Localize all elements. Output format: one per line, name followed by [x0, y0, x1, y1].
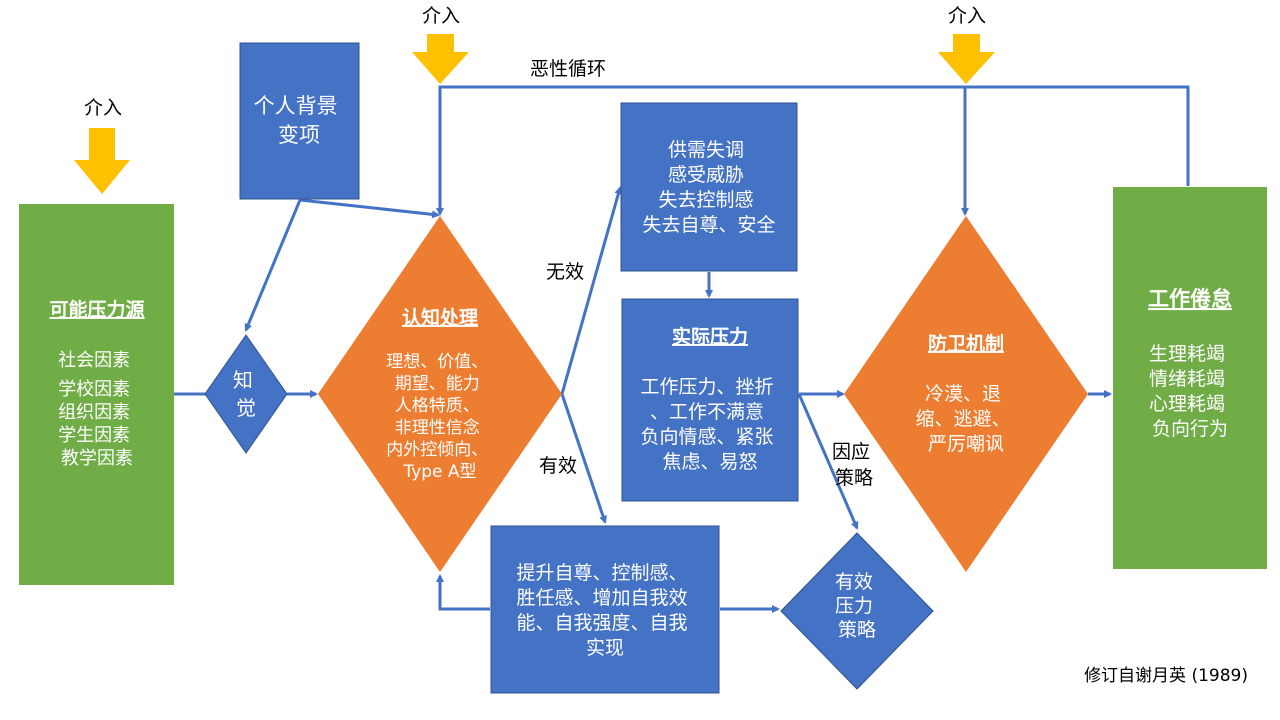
defense-item: 冷漠、退 — [925, 383, 1001, 405]
positive-outcome-line: 胜任感、增加自我效 — [516, 587, 687, 609]
actual-stress-rect — [621, 298, 799, 502]
ineffective-label: 无效 — [546, 261, 584, 283]
burnout-rect — [1113, 187, 1267, 569]
defense-item: 严厉嘲讽 — [928, 433, 1004, 455]
stress-source-item: 学校因素 — [58, 379, 130, 400]
cognitive-processing-title: 认知处理 — [402, 306, 478, 329]
actual-stress-item: 、工作不满意 — [650, 401, 764, 423]
credit-text: 修订自谢月英 (1989) — [1084, 666, 1248, 686]
intervention-label: 介入 — [948, 5, 986, 27]
vicious-cycle-loop-line — [436, 85, 1190, 216]
actual-stress-item: 工作压力、挫折 — [640, 376, 773, 398]
vicious-cycle-label: 恶性循环 — [530, 58, 606, 80]
cognitive-item: 非理性信念 — [395, 417, 480, 438]
intervention-2: 介入 — [412, 5, 469, 84]
intervention-1: 介入 — [74, 97, 130, 194]
stress-sources-box: 可能压力源 社会因素 学校因素 组织因素 学生因素 教学因素 — [19, 204, 174, 585]
intervention-label: 介入 — [422, 5, 460, 27]
intervention-arrow-icon — [74, 128, 130, 194]
cognitive-item: 理想、价值、 — [386, 352, 488, 372]
positive-outcome-box: 提升自尊、控制感、 胜任感、增加自我效 能、自我强度、自我 实现 — [490, 525, 720, 694]
stress-source-item: 组织因素 — [58, 402, 130, 423]
stress-sources-rect — [19, 204, 174, 585]
background-to-perception-arrow — [244, 199, 302, 332]
effective-strategy-line: 有效 — [835, 571, 873, 593]
imbalance-text: 供需失调 感受威胁 失去控制感 失去自尊、安全 — [642, 139, 775, 236]
burnout-items: 生理耗竭 情绪耗竭 心理耗竭 负向行为 — [1149, 343, 1231, 440]
positive-outcome-rect — [490, 525, 720, 694]
burnout-item: 情绪耗竭 — [1149, 368, 1225, 390]
stress-source-item: 社会因素 — [58, 350, 130, 371]
perception-line: 觉 — [236, 396, 256, 420]
positive-outcome-text: 提升自尊、控制感、 胜任感、增加自我效 能、自我强度、自我 实现 — [516, 562, 693, 659]
perception-diamond: 知 觉 — [204, 334, 288, 454]
effective-strategy-shape — [780, 532, 934, 690]
actual-stress-item: 焦虑、易怒 — [662, 451, 757, 473]
imbalance-line: 失去控制感 — [658, 189, 753, 211]
personal-background-box: 个人背景 变项 — [239, 42, 360, 200]
effective-strategy-line: 压力 — [835, 595, 873, 617]
personal-background-line: 个人背景 — [254, 94, 338, 118]
imbalance-line: 失去自尊、安全 — [642, 214, 775, 236]
actual-stress-item: 负向情感、紧张 — [640, 426, 773, 448]
positive-outcome-line: 能、自我强度、自我 — [516, 612, 687, 634]
burnout-item: 负向行为 — [1152, 418, 1228, 440]
coping-strategy-line: 因应 — [832, 441, 870, 463]
defense-mechanism-diamond: 防卫机制 冷漠、退 缩、逃避、 严厉嘲讽 — [844, 216, 1088, 572]
actual-stress-box: 实际压力 工作压力、挫折 、工作不满意 负向情感、紧张 焦虑、易怒 — [621, 298, 799, 502]
positive-outcome-line: 实现 — [586, 637, 624, 659]
cognitive-item: Type A型 — [402, 462, 476, 482]
coping-strategy-line: 策略 — [835, 467, 873, 489]
intervention-label: 介入 — [84, 97, 122, 119]
imbalance-rect — [620, 102, 798, 272]
effective-strategy-line: 策略 — [838, 619, 876, 641]
intervention-arrow-icon — [412, 34, 469, 84]
stress-sources-items: 社会因素 学校因素 组织因素 学生因素 教学因素 — [58, 350, 136, 469]
personal-background-rect — [239, 42, 360, 200]
effective-arrow — [560, 393, 607, 524]
coping-strategy-label: 因应 策略 — [832, 441, 876, 489]
defense-mechanism-shape — [844, 216, 1088, 572]
positive-outcome-line: 提升自尊、控制感、 — [516, 562, 687, 584]
cognitive-processing-shape — [318, 216, 562, 572]
defense-mechanism-items: 冷漠、退 缩、逃避、 严厉嘲讽 — [915, 383, 1016, 455]
burnout-item: 心理耗竭 — [1149, 393, 1225, 415]
cognitive-item: 期望、能力 — [395, 374, 480, 394]
personal-background-text: 个人背景 变项 — [254, 94, 345, 147]
cognitive-processing-diamond: 认知处理 理想、价值、 期望、能力 人格特质、 非理性信念 内外控倾向、 Typ… — [318, 216, 562, 572]
background-to-cognition-arrow — [299, 198, 440, 219]
stress-sources-title: 可能压力源 — [49, 298, 144, 321]
imbalance-line: 感受威胁 — [668, 164, 744, 186]
burnout-box: 工作倦怠 生理耗竭 情绪耗竭 心理耗竭 负向行为 — [1113, 187, 1267, 569]
cognitive-item: 人格特质、 — [395, 396, 480, 416]
imbalance-line: 供需失调 — [668, 139, 744, 161]
burnout-item: 生理耗竭 — [1149, 343, 1225, 365]
stress-source-item: 学生因素 — [58, 425, 130, 446]
burnout-title: 工作倦怠 — [1148, 287, 1232, 311]
ineffective-arrow — [560, 186, 623, 395]
outcome-feedback-arrow — [436, 574, 490, 611]
perception-text: 知 觉 — [233, 368, 259, 420]
effective-label: 有效 — [539, 455, 577, 477]
perception-line: 知 — [233, 368, 253, 392]
actual-stress-title: 实际压力 — [672, 325, 748, 348]
defense-mechanism-title: 防卫机制 — [928, 332, 1004, 355]
stress-source-item: 教学因素 — [61, 448, 133, 469]
effective-strategy-diamond: 有效 压力 策略 — [780, 532, 934, 690]
defense-item: 缩、逃避、 — [915, 408, 1010, 430]
effective-strategy-text: 有效 压力 策略 — [835, 571, 879, 641]
cognitive-item: 内外控倾向、 — [386, 440, 488, 460]
intervention-3: 介入 — [938, 5, 995, 84]
connectors — [174, 85, 1190, 613]
actual-stress-items: 工作压力、挫折 、工作不满意 负向情感、紧张 焦虑、易怒 — [640, 376, 779, 473]
imbalance-box: 供需失调 感受威胁 失去控制感 失去自尊、安全 — [620, 102, 798, 272]
perception-shape — [204, 334, 288, 454]
intervention-arrow-icon — [938, 34, 995, 84]
coping-arrow — [797, 393, 859, 530]
personal-background-line: 变项 — [278, 123, 320, 147]
cognitive-processing-items: 理想、价值、 期望、能力 人格特质、 非理性信念 内外控倾向、 Type A型 — [386, 352, 493, 482]
